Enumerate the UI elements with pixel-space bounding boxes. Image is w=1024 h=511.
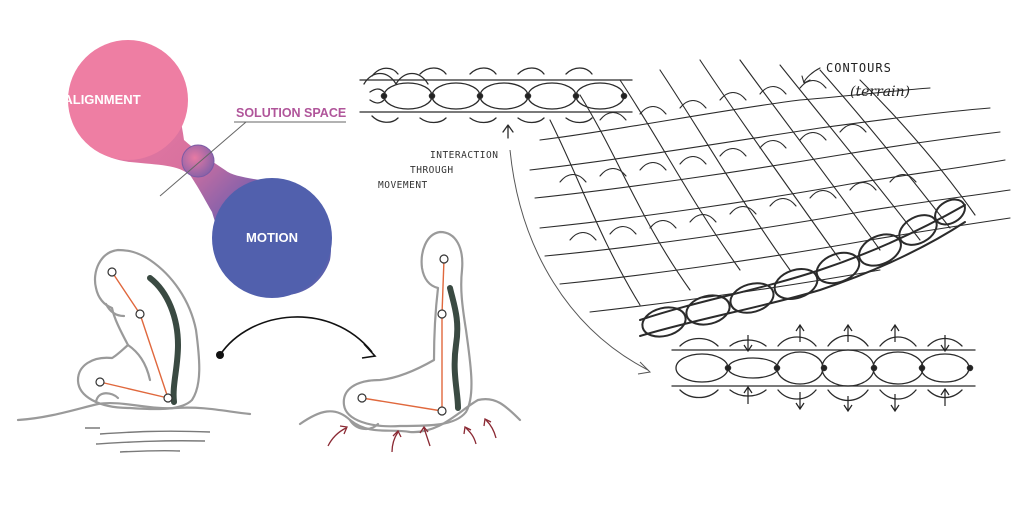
motion-label: MOTION (246, 230, 298, 245)
bottom-cushion-strip (671, 334, 976, 402)
interaction-label-3: MOVEMENT (378, 180, 428, 191)
curved-arrow-icon (216, 316, 377, 359)
joint-head (107, 267, 117, 277)
solution-space-label: SOLUTION SPACE (236, 106, 346, 120)
joint-hip (163, 393, 173, 403)
concept-diagram: ALIGNMENT MOTION SOLUTION SPACE (63, 40, 346, 298)
upright-spine (447, 285, 461, 411)
alignment-bubble (68, 40, 188, 160)
pressure-arrow-icon (327, 418, 497, 453)
slumped-figure (16, 248, 252, 453)
solution-space-node (181, 144, 215, 178)
interaction-label-1: INTERACTION (430, 150, 498, 161)
alignment-label: ALIGNMENT (63, 92, 140, 107)
top-cushion-strip (359, 67, 633, 139)
upright-figure (298, 230, 522, 453)
motion-bubble (212, 178, 332, 298)
slumped-spine (147, 275, 182, 405)
terrain-mesh (529, 59, 1011, 338)
contours-label: CONTOURS (826, 61, 892, 75)
interaction-label-2: THROUGH (410, 165, 454, 176)
joint-knee (95, 377, 105, 387)
solution-space-leader (159, 121, 247, 197)
terrain-label: (terrain) (850, 84, 910, 100)
joint-shoulder (135, 309, 145, 319)
up-down-arrow-icon (743, 323, 950, 413)
interaction-curve (509, 149, 649, 371)
